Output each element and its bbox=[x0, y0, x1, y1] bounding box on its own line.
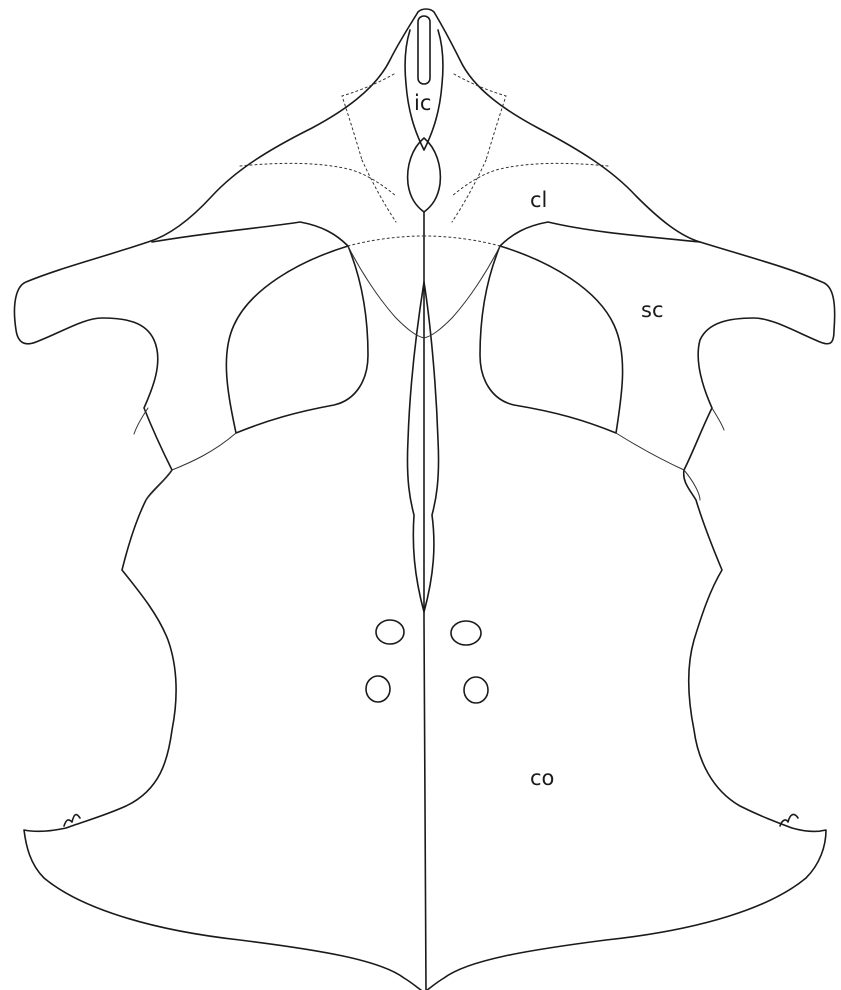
left-blade-edge bbox=[134, 408, 148, 434]
left-inner-dotted bbox=[362, 160, 396, 222]
label-scapula: sc bbox=[641, 298, 664, 322]
right-inner-dotted bbox=[452, 160, 486, 222]
left-scapula-coracoid-suture bbox=[172, 433, 236, 470]
midline-suture bbox=[424, 212, 426, 990]
label-coracoid: co bbox=[530, 766, 554, 790]
right-blade-edge bbox=[712, 408, 724, 430]
left-fenestra bbox=[226, 246, 368, 433]
label-clavicle: cl bbox=[530, 188, 547, 212]
left-clavicle-scapula-suture bbox=[348, 246, 424, 338]
foramen-upper-left bbox=[376, 620, 404, 644]
right-clavicle-scapula-suture bbox=[424, 246, 500, 338]
right-scapula-coracoid-suture bbox=[616, 433, 684, 470]
interclavicle-outline bbox=[405, 30, 443, 150]
right-lower-clavicle-suture bbox=[424, 236, 500, 246]
foramen-lower-right bbox=[464, 677, 488, 703]
interclavicle-slit bbox=[418, 16, 430, 84]
left-lower-clavicle-suture bbox=[348, 236, 424, 246]
left-clavicle-suture bbox=[240, 163, 396, 196]
right-fenestra bbox=[480, 246, 623, 433]
left-lateral-suture bbox=[146, 470, 172, 500]
label-interclavicle: ic bbox=[414, 91, 431, 115]
foramen-upper-right bbox=[451, 621, 481, 645]
left-ic-suture-upper bbox=[342, 74, 394, 160]
left-scapula-border bbox=[152, 222, 348, 246]
foramen-lower-left bbox=[366, 676, 390, 702]
